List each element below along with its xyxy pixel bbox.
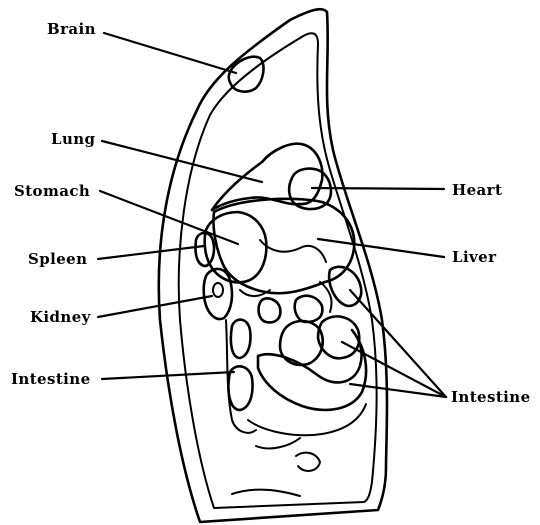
brain-label: Brain: [47, 20, 96, 38]
leader-lines: [98, 33, 446, 397]
heart-label: Heart: [452, 181, 502, 199]
labels: Brain Lung Stomach Spleen Kidney Intesti…: [11, 20, 531, 406]
brain-leader: [104, 33, 236, 73]
kidney-organ: [204, 269, 232, 319]
intestine-left-organ: [226, 320, 256, 433]
intestine-right-label: Intestine: [451, 388, 531, 406]
body-outline: [159, 9, 387, 522]
liver-leader: [318, 239, 444, 257]
liver-label: Liver: [452, 248, 497, 266]
heart-leader: [312, 188, 444, 189]
spleen-leader: [98, 246, 204, 259]
kidney-leader: [98, 296, 212, 317]
stomach-label: Stomach: [14, 182, 90, 200]
kidney-label: Kidney: [30, 308, 92, 326]
lung-label: Lung: [51, 130, 96, 148]
spleen-label: Spleen: [28, 250, 87, 268]
intestine-left-label: Intestine: [11, 370, 91, 388]
